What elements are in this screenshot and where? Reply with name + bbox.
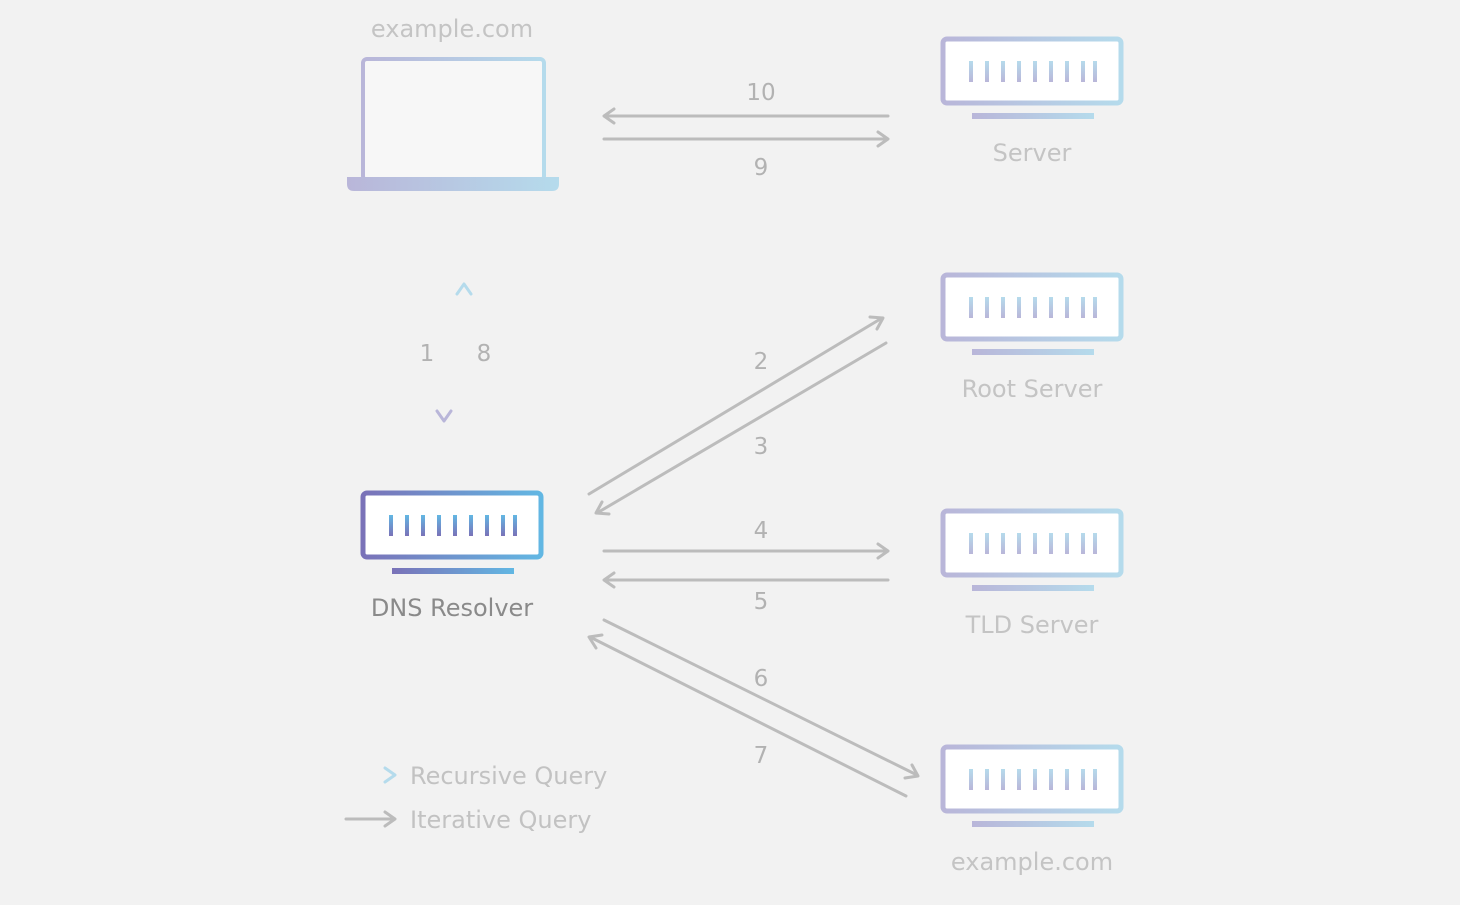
step-label-8: 8 [477, 341, 492, 367]
legend-iterative-label: Iterative Query [410, 806, 591, 834]
tld-server-icon [940, 508, 1124, 591]
iterative-arrow-10 [602, 107, 890, 125]
iterative-arrow-7 [587, 633, 908, 798]
iterative-arrow-3 [594, 341, 888, 516]
step-label-3: 3 [754, 434, 769, 460]
client-label: example.com [371, 15, 533, 43]
root-server-icon [940, 272, 1124, 355]
authoritative-server-icon [940, 744, 1124, 827]
recursive-arrow-8 [455, 282, 473, 425]
step-label-2: 2 [754, 349, 769, 375]
laptop-icon [347, 57, 559, 191]
step-label-1: 1 [420, 341, 435, 367]
step-label-9: 9 [754, 155, 769, 181]
tld-server-label: TLD Server [965, 611, 1099, 639]
resolver-server-icon [360, 490, 544, 574]
iterative-arrow-2 [587, 315, 885, 496]
legend-recursive-label: Recursive Query [410, 762, 607, 790]
root-server-label: Root Server [962, 375, 1103, 403]
resolver-label: DNS Resolver [371, 594, 533, 622]
step-label-10: 10 [746, 80, 775, 106]
server-label: Server [993, 139, 1072, 167]
authoritative-server-label: example.com [951, 848, 1113, 876]
step-label-7: 7 [754, 743, 769, 769]
step-label-5: 5 [754, 589, 769, 615]
iterative-arrow-4 [602, 542, 890, 560]
web-server-icon [940, 36, 1124, 119]
iterative-arrow-5 [602, 571, 890, 589]
recursive-arrow-1 [435, 281, 453, 423]
iterative-arrow-9 [602, 130, 890, 148]
legend-recursive-arrow-icon [344, 766, 397, 784]
iterative-arrow-6 [602, 618, 920, 780]
step-label-6: 6 [754, 666, 769, 692]
legend-iterative-arrow-icon [344, 810, 397, 828]
legend: Recursive Query Iterative Query [344, 762, 607, 834]
step-label-4: 4 [754, 518, 769, 544]
